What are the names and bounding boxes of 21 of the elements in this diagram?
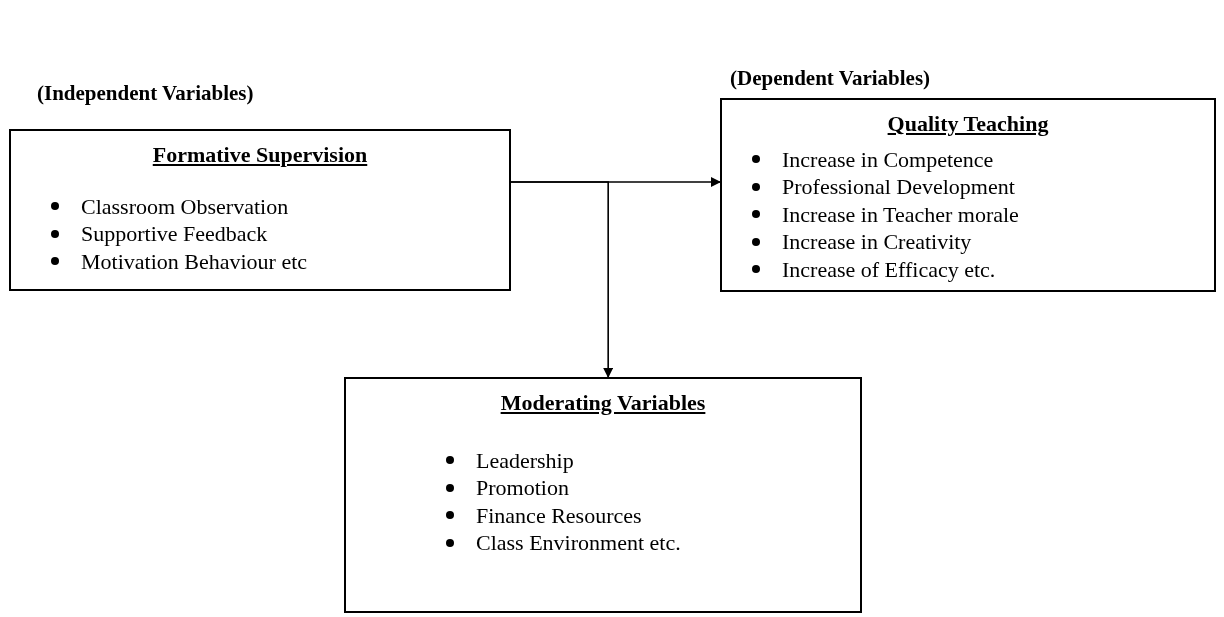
list-item: Finance Resources [476, 501, 642, 529]
list-item: Class Environment etc. [476, 529, 681, 557]
variable-box [9, 129, 511, 291]
list-item: Promotion [476, 474, 569, 502]
list-item: Increase in Creativity [782, 228, 972, 256]
variable-type-heading: (Dependent Variables) [730, 68, 931, 89]
box-heading: Formative Supervision [152, 141, 368, 169]
list-item: Increase in Teacher morale [782, 200, 1019, 228]
list-item: Increase of Efficacy etc. [782, 255, 996, 283]
box-heading: Moderating Variables [500, 389, 706, 417]
variable-box [720, 98, 1216, 292]
variable-box [344, 377, 862, 613]
list-item: Supportive Feedback [81, 220, 268, 248]
list-item: Leadership [476, 446, 574, 474]
list-item: Motivation Behaviour etc [81, 247, 308, 275]
list-item: Professional Development [782, 173, 1015, 201]
list-item: Classroom Observation [81, 192, 289, 220]
variable-type-heading: (Independent Variables) [37, 83, 254, 104]
arrow [510, 181, 614, 378]
list-item: Increase in Competence [782, 145, 994, 173]
box-heading: Quality Teaching [887, 110, 1049, 138]
